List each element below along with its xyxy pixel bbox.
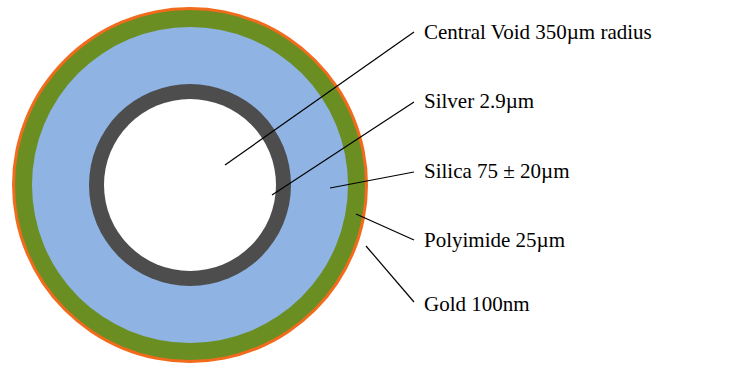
layer-label: Central Void 350µm radius <box>424 19 652 45</box>
layer-label: Silica 75 ± 20µm <box>424 158 570 184</box>
silver-layer <box>89 84 291 286</box>
layer-label: Silver 2.9µm <box>424 88 534 114</box>
gold-layer <box>12 7 368 363</box>
leader-line <box>330 172 414 188</box>
leader-line <box>356 214 414 240</box>
layer-label: Polyimide 25µm <box>424 227 565 253</box>
leader-line <box>272 102 414 195</box>
leader-line <box>225 32 414 165</box>
central-void <box>104 99 276 271</box>
layer-label: Gold 100nm <box>424 291 530 317</box>
leader-line <box>366 246 414 302</box>
silica-layer <box>32 27 348 343</box>
polyimide-layer <box>15 10 365 360</box>
